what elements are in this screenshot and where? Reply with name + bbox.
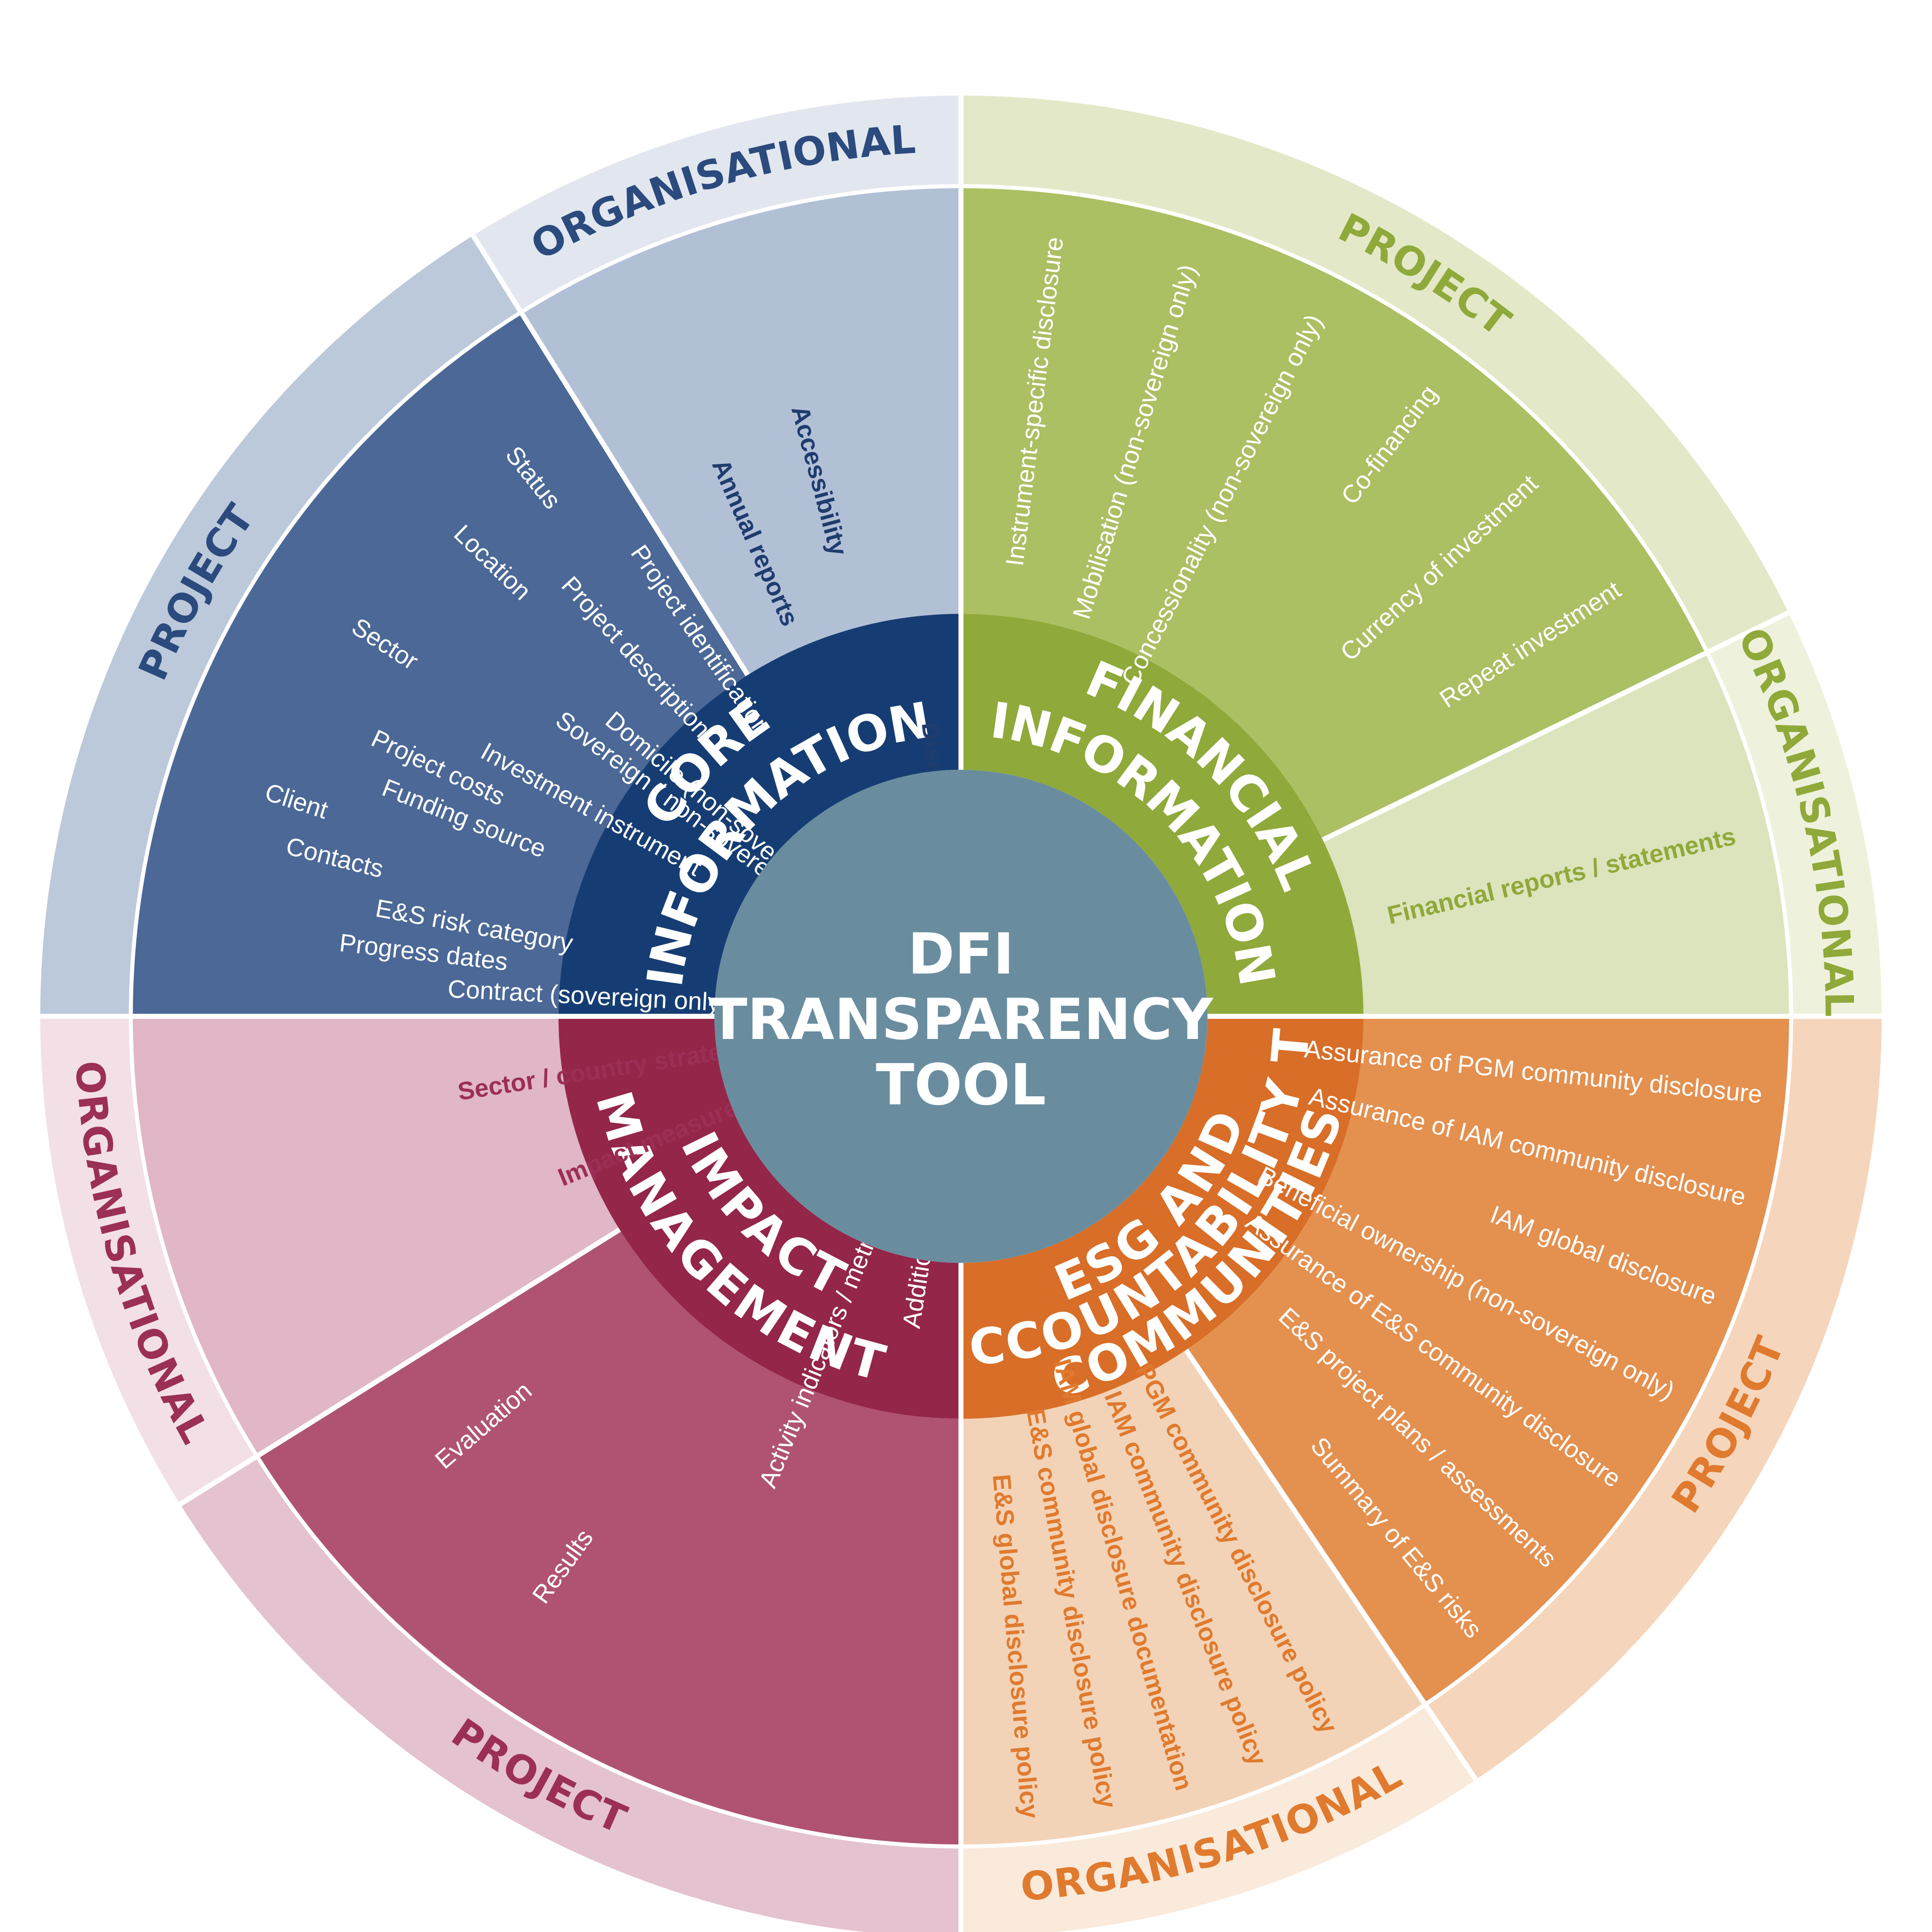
esg-org-sector bbox=[961, 1350, 1425, 1846]
core-org-outer-band bbox=[473, 96, 961, 312]
core-project-outer-band bbox=[40, 235, 521, 1016]
impact-project-sector bbox=[257, 1229, 961, 1846]
financial-project-sector bbox=[961, 186, 1708, 840]
center-title-line-3: TOOL bbox=[876, 1053, 1046, 1118]
esg-ring-segment bbox=[961, 1016, 1363, 1419]
impact-org-sector bbox=[130, 1016, 620, 1457]
esg-project-sector bbox=[1186, 1016, 1791, 1705]
center-title-line-2: TRANSPARENCY bbox=[709, 987, 1214, 1053]
wheel-sectors bbox=[40, 96, 1882, 1932]
core-org-sector bbox=[521, 186, 961, 675]
financial-org-outer-band bbox=[1707, 612, 1882, 1016]
center-title-line-1: DFI bbox=[908, 922, 1014, 987]
impact-ring-segment bbox=[558, 1016, 961, 1419]
financial-org-sector bbox=[1323, 652, 1791, 1016]
impact-project-outer-band bbox=[180, 1456, 961, 1932]
financial-project-outer-band bbox=[961, 96, 1789, 653]
category-ring bbox=[558, 614, 1363, 1419]
financial-ring-segment bbox=[961, 614, 1363, 1016]
core-project-sector bbox=[131, 312, 748, 1016]
esg-org-outer-band bbox=[961, 1704, 1476, 1932]
core-ring-segment bbox=[558, 614, 961, 1016]
band-divider-circle bbox=[129, 184, 1793, 1848]
center-hub: DFI TRANSPARENCY TOOL bbox=[709, 770, 1214, 1263]
center-circle bbox=[714, 770, 1208, 1263]
impact-org-outer-band bbox=[40, 1016, 257, 1504]
esg-project-outer-band bbox=[1425, 1016, 1882, 1780]
